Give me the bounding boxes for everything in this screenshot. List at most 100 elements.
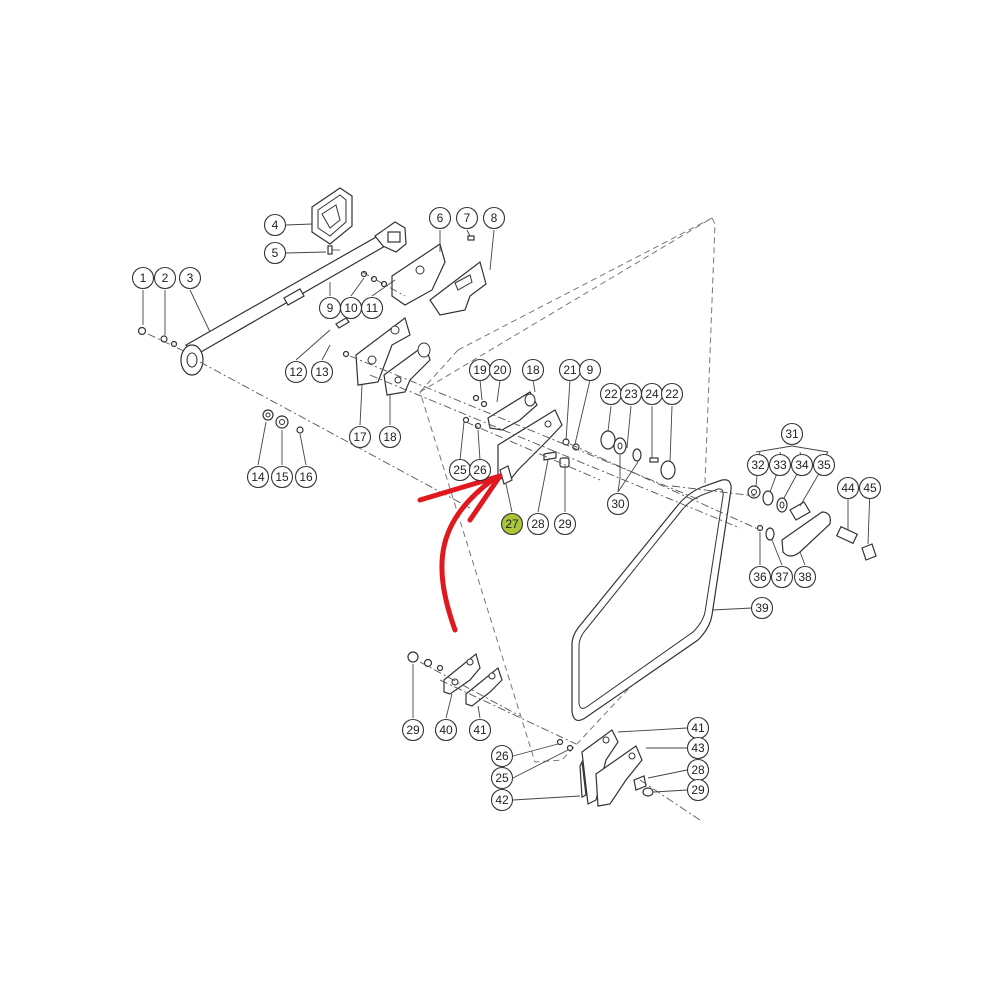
callout-circle bbox=[263, 241, 287, 265]
callout-circle bbox=[468, 718, 492, 742]
callout-10: 10 bbox=[339, 296, 363, 320]
upper-bracket-plates bbox=[391, 243, 487, 316]
callout-number: 12 bbox=[289, 365, 303, 379]
callout-18: 18 bbox=[378, 425, 402, 449]
callout-3: 3 bbox=[178, 266, 202, 290]
callout-19: 19 bbox=[468, 358, 492, 382]
callout-number: 34 bbox=[795, 458, 809, 472]
callout-45: 45 bbox=[858, 476, 882, 500]
callout-39: 39 bbox=[750, 596, 774, 620]
callout-number: 39 bbox=[755, 601, 769, 615]
callout-circle bbox=[246, 465, 270, 489]
callout-circle bbox=[526, 512, 550, 536]
callout-number: 14 bbox=[251, 470, 265, 484]
callout-number: 7 bbox=[464, 211, 471, 225]
callout-21: 21 bbox=[558, 358, 582, 382]
callout-circle bbox=[553, 512, 577, 536]
callout-number: 11 bbox=[366, 301, 379, 315]
callout-number: 5 bbox=[272, 246, 279, 260]
callout-35: 35 bbox=[812, 453, 836, 477]
callout-number: 1 bbox=[140, 271, 147, 285]
callout-number: 18 bbox=[383, 430, 397, 444]
callout-number: 19 bbox=[473, 363, 487, 377]
callout-37: 37 bbox=[770, 565, 794, 589]
callout-14: 14 bbox=[246, 465, 270, 489]
callout-40: 40 bbox=[434, 718, 458, 742]
callout-2: 2 bbox=[153, 266, 177, 290]
callout-number: 35 bbox=[817, 458, 831, 472]
callout-circle bbox=[500, 512, 524, 536]
callout-number: 15 bbox=[275, 470, 289, 484]
callout-13: 13 bbox=[310, 360, 334, 384]
callout-32: 32 bbox=[746, 453, 770, 477]
callout-6: 6 bbox=[428, 206, 452, 230]
callout-number: 25 bbox=[453, 463, 467, 477]
callout-circle bbox=[378, 425, 402, 449]
callout-circle bbox=[750, 596, 774, 620]
callout-number: 6 bbox=[437, 211, 444, 225]
callout-circle bbox=[606, 492, 630, 516]
callout-8: 8 bbox=[482, 206, 506, 230]
cover-housing bbox=[311, 187, 353, 245]
callout-1: 1 bbox=[131, 266, 155, 290]
callout-number: 10 bbox=[344, 301, 358, 315]
callout-4: 4 bbox=[263, 213, 287, 237]
callout-number: 27 bbox=[505, 517, 519, 531]
callout-circle bbox=[490, 788, 514, 812]
callout-number: 13 bbox=[315, 365, 329, 379]
callout-circle bbox=[482, 206, 506, 230]
callout-number: 36 bbox=[753, 570, 767, 584]
callout-circle bbox=[153, 266, 177, 290]
callout-circle bbox=[434, 718, 458, 742]
callout-circle bbox=[263, 213, 287, 237]
callout-30: 30 bbox=[606, 492, 630, 516]
hinge-bracket bbox=[487, 391, 563, 485]
callout-number: 37 bbox=[775, 570, 789, 584]
callout-22: 22 bbox=[599, 382, 623, 406]
callout-circle bbox=[490, 766, 514, 790]
callout-number: 20 bbox=[493, 363, 507, 377]
callout-number: 32 bbox=[751, 458, 765, 472]
callout-26: 26 bbox=[490, 744, 514, 768]
callout-number: 40 bbox=[439, 723, 453, 737]
callout-circle bbox=[270, 465, 294, 489]
callout-number: 42 bbox=[495, 793, 509, 807]
callout-28: 28 bbox=[526, 512, 550, 536]
callout-circle bbox=[310, 360, 334, 384]
callout-12: 12 bbox=[284, 360, 308, 384]
callout-number: 16 bbox=[299, 470, 313, 484]
callout-circle bbox=[490, 744, 514, 768]
callout-24: 24 bbox=[640, 382, 664, 406]
callout-number: 44 bbox=[841, 481, 855, 495]
callout-number: 8 bbox=[491, 211, 498, 225]
callout-circle bbox=[455, 206, 479, 230]
callout-number: 38 bbox=[798, 570, 812, 584]
callout-number: 17 bbox=[353, 430, 367, 444]
callout-circle bbox=[360, 296, 384, 320]
callout-18: 18 bbox=[521, 358, 545, 382]
callout-number: 9 bbox=[327, 301, 334, 315]
callout-number: 9 bbox=[587, 363, 594, 377]
callout-circle bbox=[284, 360, 308, 384]
callout-38: 38 bbox=[793, 565, 817, 589]
callout-circle bbox=[428, 206, 452, 230]
callout-15: 15 bbox=[270, 465, 294, 489]
callout-circle bbox=[793, 565, 817, 589]
callout-44: 44 bbox=[836, 476, 860, 500]
callout-number: 25 bbox=[495, 771, 509, 785]
callout-number: 4 bbox=[272, 218, 279, 232]
callout-number: 22 bbox=[665, 387, 679, 401]
callout-circle bbox=[468, 458, 492, 482]
callout-circle bbox=[348, 425, 372, 449]
callout-number: 43 bbox=[691, 741, 705, 755]
callout-number: 23 bbox=[624, 387, 638, 401]
callout-circle bbox=[746, 453, 770, 477]
callout-9: 9 bbox=[318, 296, 342, 320]
fasteners bbox=[137, 235, 877, 807]
callout-number: 31 bbox=[785, 427, 799, 441]
callout-31: 31 bbox=[780, 422, 804, 446]
callout-29: 29 bbox=[401, 718, 425, 742]
callout-circle bbox=[836, 476, 860, 500]
callout-9: 9 bbox=[578, 358, 602, 382]
